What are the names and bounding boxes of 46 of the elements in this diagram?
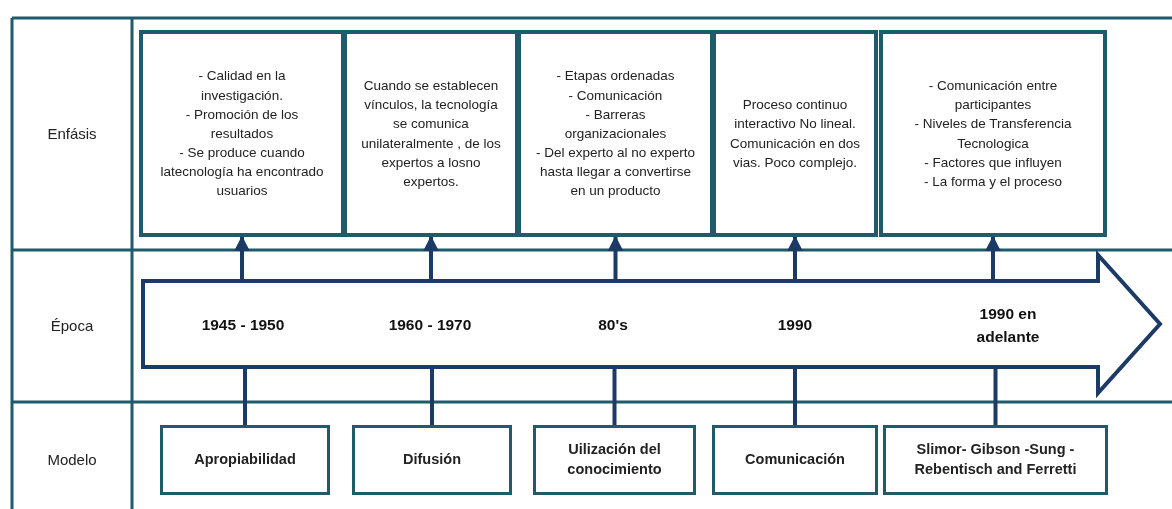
emphasis-text: - Calidad en la investigación. xyxy=(197,67,287,105)
emphasis-text: - Del experto al no experto hasta llegar a convertirse en un producto xyxy=(535,144,696,201)
model-box xyxy=(883,425,1108,495)
date-label: 1960 - 1970 xyxy=(387,315,473,336)
arrow xyxy=(423,235,439,281)
model-box xyxy=(533,425,696,495)
emphasis-box xyxy=(879,30,1107,237)
emphasis-text: - Etapas ordenadas xyxy=(556,67,675,86)
model-name: Apropiabilidad xyxy=(194,450,296,470)
emphasis-box xyxy=(343,30,519,237)
emphasis-text: - Factores que influyen xyxy=(924,153,1062,172)
connector-line xyxy=(243,367,247,425)
model-name: Difusión xyxy=(403,450,461,470)
row-header: Enfásis xyxy=(46,124,98,142)
emphasis-box xyxy=(712,30,878,237)
emphasis-text: - Comunicación entre participantes xyxy=(927,77,1059,115)
emphasis-box xyxy=(139,30,345,237)
arrow xyxy=(787,235,803,281)
arrow xyxy=(234,235,250,281)
emphasis-text: Cuando se establecen vínculos, la tecnología se comunica unilateralmente , de los expertos a losno expertos. xyxy=(361,77,501,191)
emphasis-text: Proceso continuo interactivo No lineal. Comunicación en dos vias. Poco complejo. xyxy=(730,96,860,172)
emphasis-text: - Promoción de los resultados xyxy=(184,105,300,143)
emphasis-text: - Se produce cuando latecnología ha encontrado usuarios xyxy=(159,144,325,201)
model-name: Slimor- Gibson -Sung - Rebentisch and Ferretti xyxy=(913,440,1078,479)
arrow xyxy=(985,235,1001,281)
emphasis-text: - Niveles de Transferencia Tecnologica xyxy=(913,115,1073,153)
model-name: Uilización del conocimiento xyxy=(566,440,663,479)
date-label: 1990 xyxy=(776,315,814,336)
model-box xyxy=(352,425,512,495)
date-label: 1945 - 1950 xyxy=(200,315,286,336)
emphasis-box xyxy=(517,30,714,237)
connector-line xyxy=(793,367,797,425)
emphasis-text: - La forma y el proceso xyxy=(923,172,1063,191)
arrow xyxy=(607,235,624,281)
model-box xyxy=(160,425,330,495)
connector-line xyxy=(993,367,998,425)
model-box xyxy=(712,425,878,495)
row-header: Modelo xyxy=(46,450,98,468)
model-name: Comunicación xyxy=(745,450,845,470)
row-header: Época xyxy=(49,316,95,334)
date-label: 1990 en adelante xyxy=(975,303,1041,347)
date-label: 80's xyxy=(597,315,629,336)
emphasis-text: - Comunicación xyxy=(568,86,663,105)
emphasis-text: - Barreras organizacionales xyxy=(563,105,668,143)
connector-line xyxy=(430,367,434,425)
connector-line xyxy=(612,367,617,425)
